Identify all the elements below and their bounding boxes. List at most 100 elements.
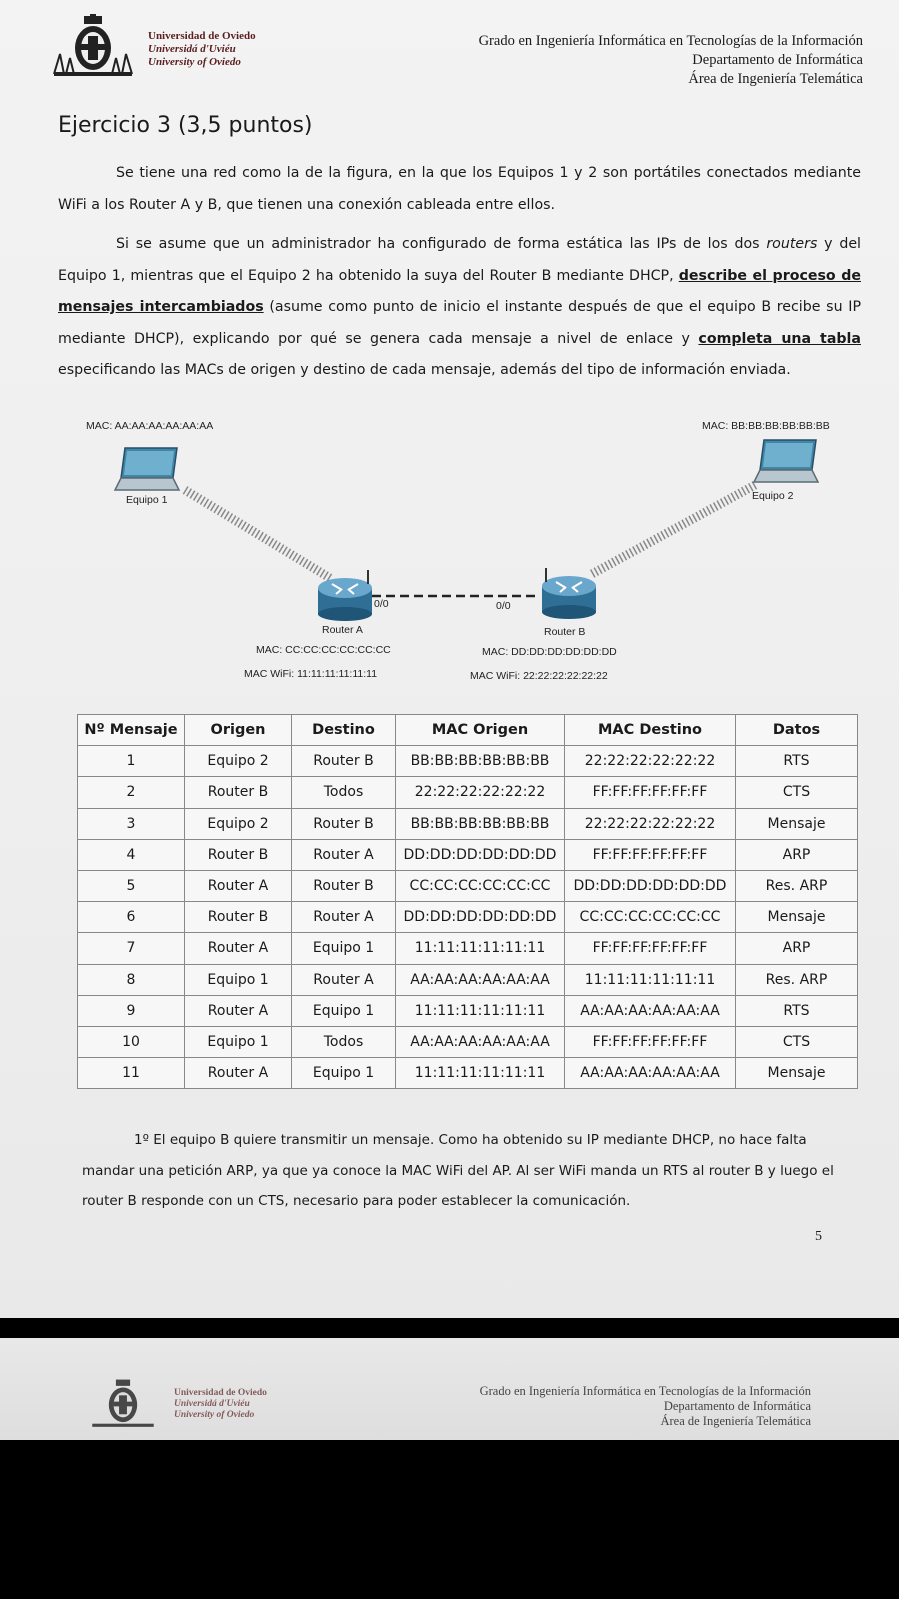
table-cell: 2 [77,776,185,809]
table-cell: DD:DD:DD:DD:DD:DD [564,869,736,903]
table-cell: Router A [184,994,292,1027]
table-cell: 10 [77,1025,185,1059]
table-cell: RTS [735,994,858,1027]
table-cell: Router A [184,1057,292,1090]
table-cell: ARP [735,838,858,871]
router-icon [318,570,372,621]
routerB-mac: MAC: DD:DD:DD:DD:DD:DD [482,646,617,658]
table-cell: FF:FF:FF:FF:FF:FF [564,776,736,809]
routerB-wifi-mac: MAC WiFi: 22:22:22:22:22:22 [470,670,608,682]
network-diagram: MAC: AA:AA:AA:AA:AA:AA Equipo 1 MAC: BB:… [0,410,899,700]
exercise-paragraph-2: Si se asume que un administrador ha conf… [58,229,861,387]
university-name-ast: Universidá d'Uviéu [174,1399,250,1409]
table-cell: 22:22:22:22:22:22 [564,745,736,778]
router-icon [542,568,596,619]
p2-emphasis-table: completa una tabla [698,330,861,347]
table-cell: 7 [77,932,185,965]
table-cell: FF:FF:FF:FF:FF:FF [564,838,736,871]
exercise-title: Ejercicio 3 (3,5 puntos) [58,113,313,138]
university-name-es: Universidad de Oviedo [148,30,256,42]
answer-paragraph: 1º El equipo B quiere transmitir un mens… [82,1125,842,1217]
university-name: Universidad de Oviedo Universidá d'Uviéu… [148,30,256,69]
laptop-icon [113,447,181,491]
p2-text-g: especificando las MACs de origen y desti… [58,362,791,378]
table-cell: ARP [735,932,858,965]
wifi-link-equipo1 [182,486,333,582]
table-cell: Router B [291,807,396,840]
table-cell: Router A [291,901,396,934]
routerB-port: 0/0 [496,600,511,612]
table-cell: Router B [184,838,292,871]
table-cell: Equipo 1 [291,932,396,965]
table-cell: Mensaje [735,807,858,840]
university-name-en: University of Oviedo [148,56,241,68]
table-cell: FF:FF:FF:FF:FF:FF [564,1025,736,1059]
table-cell: 22:22:22:22:22:22 [564,807,736,840]
col-header: MAC Origen [395,713,565,747]
department-header: Grado en Ingeniería Informática en Tecno… [479,32,863,89]
network-links [182,481,758,598]
table-cell: AA:AA:AA:AA:AA:AA [395,1025,565,1059]
table-cell: Equipo 1 [291,994,396,1027]
table-cell: Router B [184,901,292,934]
table-cell: AA:AA:AA:AA:AA:AA [564,1057,736,1090]
table-cell: BB:BB:BB:BB:BB:BB [395,807,565,840]
table-cell: FF:FF:FF:FF:FF:FF [564,932,736,965]
routerA-wifi-mac: MAC WiFi: 11:11:11:11:11:11 [244,668,378,680]
table-cell: Router A [291,838,396,871]
table-cell: Equipo 2 [184,807,292,840]
university-name-ast: Universidá d'Uviéu [148,43,236,55]
col-header: Destino [291,713,396,747]
p2-text-a: Si se asume que un administrador ha conf… [116,236,767,252]
table-cell: 1 [77,745,185,778]
table-cell: Router B [291,745,396,778]
equipo1-mac: MAC: AA:AA:AA:AA:AA:AA [86,420,214,432]
table-header-row: Nº Mensaje Origen Destino MAC Origen MAC… [77,713,858,747]
table-cell: Router B [184,776,292,809]
equipo2-mac: MAC: BB:BB:BB:BB:BB:BB [702,420,830,432]
routerA-label: Router A [322,624,363,636]
col-header: MAC Destino [564,713,736,747]
routerA-port: 0/0 [374,598,389,610]
table-cell: Equipo 2 [184,745,292,778]
table-cell: Router B [291,869,396,903]
department-header: Grado en Ingeniería Informática en Tecno… [480,1384,811,1429]
exercise-paragraph-1: Se tiene una red como la de la figura, e… [58,158,861,221]
wifi-link-equipo2 [587,481,758,579]
table-cell: 9 [77,994,185,1027]
table-cell: 11:11:11:11:11:11 [564,963,736,996]
table-cell: 5 [77,869,185,903]
p2-emphasis-describe: describe el proceso de mensajes intercam… [58,267,861,316]
table-cell: Mensaje [735,1057,858,1090]
department-name: Departamento de Informática [692,52,863,68]
message-table: Nº Mensaje Origen Destino MAC Origen MAC… [77,713,858,1090]
routerA-mac: MAC: CC:CC:CC:CC:CC:CC [256,644,391,656]
answer-text: 1º El equipo B quiere transmitir un mens… [82,1132,834,1209]
table-cell: 11:11:11:11:11:11 [395,932,565,965]
table-cell: 6 [77,901,185,934]
table-cell: CTS [735,776,858,809]
degree-name: Grado en Ingeniería Informática en Tecno… [478,33,863,49]
university-crest-icon [53,14,133,76]
table-cell: 4 [77,838,185,871]
table-cell: CC:CC:CC:CC:CC:CC [395,869,565,903]
table-cell: Equipo 1 [184,1025,292,1059]
area-name: Área de Ingeniería Telemática [660,1414,811,1428]
degree-name: Grado en Ingeniería Informática en Tecno… [479,1384,811,1398]
table-cell: AA:AA:AA:AA:AA:AA [564,994,736,1027]
university-name: Universidad de Oviedo Universidá d'Uviéu… [174,1388,267,1421]
equipo2-label: Equipo 2 [752,490,794,502]
table-cell: Todos [291,776,396,809]
table-cell: CC:CC:CC:CC:CC:CC [564,901,736,934]
p2-text-e: (asume como punto de inicio el instante … [58,299,861,347]
university-name-es: Universidad de Oviedo [174,1388,267,1398]
table-cell: Equipo 1 [291,1057,396,1090]
